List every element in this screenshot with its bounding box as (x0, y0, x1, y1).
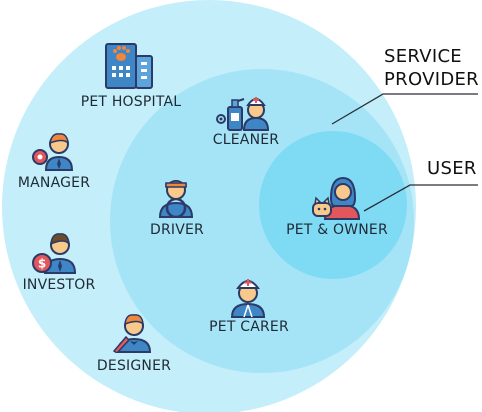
investor-icon: $ (32, 233, 77, 274)
driver-label: DRIVER (150, 222, 204, 238)
designer-icon (112, 314, 152, 353)
service-provider-line1: SERVICE (384, 46, 462, 67)
designer-label: DESIGNER (96, 358, 172, 374)
pet-carer-icon (230, 279, 266, 318)
manager-label: MANAGER (17, 175, 91, 191)
manager-icon (32, 133, 74, 171)
service-provider-line2: PROVIDER (384, 69, 479, 90)
cleaner-icon (216, 97, 270, 131)
driver-icon (158, 180, 194, 218)
user-label: USER (427, 158, 477, 179)
pet-carer-label: PET CARER (209, 319, 289, 335)
hospital-building-icon (105, 43, 153, 89)
pet-owner-label: PET & OWNER (286, 222, 388, 238)
user-leader-line (363, 184, 478, 212)
service-provider-leader-line (331, 93, 478, 125)
pet-owner-icon (312, 176, 361, 220)
investor-label: INVESTOR (22, 277, 96, 293)
pet-hospital-label: PET HOSPITAL (80, 94, 182, 110)
service-provider-label: SERVICE PROVIDER (384, 46, 479, 90)
svg-text:$: $ (38, 257, 46, 271)
cleaner-label: CLEANER (212, 132, 280, 148)
